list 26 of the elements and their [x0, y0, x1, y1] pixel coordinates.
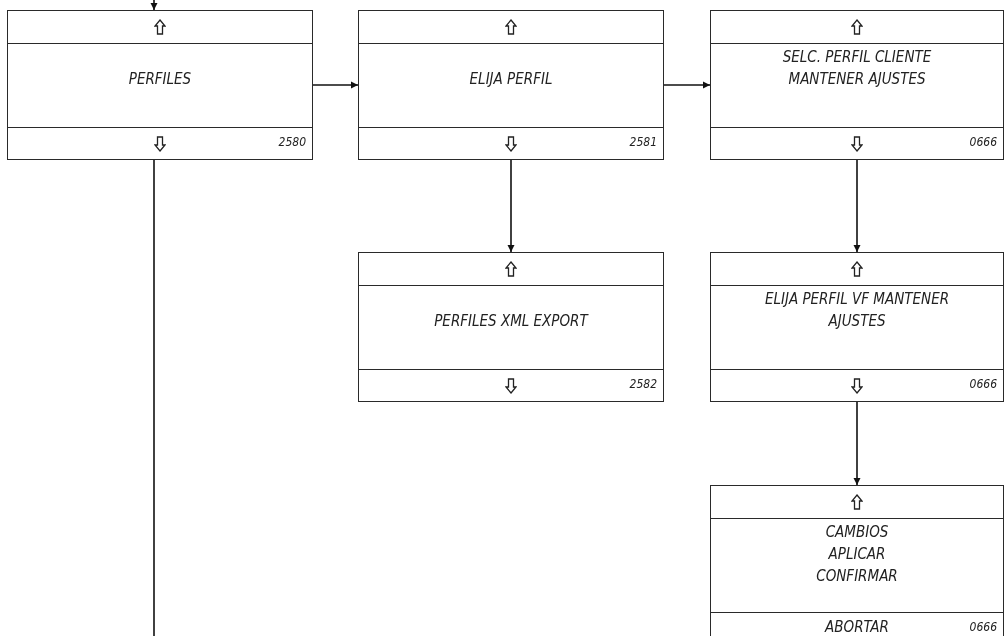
screen-text: ELIJA PERFIL: [468, 69, 554, 90]
screen-code: 0666: [969, 377, 997, 391]
option-text: ABORTAR: [825, 618, 889, 636]
screen-box: [358, 252, 664, 402]
screen-text: ELIJA PERFIL VF MANTENER AJUSTES: [763, 289, 951, 332]
screen-box: [358, 10, 664, 160]
arrow: [507, 159, 515, 253]
screen-code: 2582: [629, 377, 657, 391]
screen-box: [7, 10, 313, 160]
screen-box: [710, 10, 1004, 160]
screen-code: 0666: [969, 620, 997, 634]
screen-text: PERFILES XML EXPORT: [433, 311, 590, 332]
arrow: [853, 401, 861, 486]
screen-box: [710, 252, 1004, 402]
screen-text: SELC. PERFIL CLIENTE MANTENER AJUSTES: [781, 47, 933, 90]
arrow: [853, 159, 861, 253]
arrow: [312, 81, 359, 89]
screen-box: [710, 485, 1004, 636]
screen-code: 0666: [969, 135, 997, 149]
screen-code: 2580: [278, 135, 306, 149]
arrow: [150, 0, 158, 11]
screen-text: CAMBIOS APLICAR CONFIRMAR: [815, 522, 899, 587]
screen-code: 2581: [629, 135, 657, 149]
screen-text: PERFILES: [127, 69, 193, 90]
arrow: [663, 81, 711, 89]
connector-line: [153, 159, 155, 636]
